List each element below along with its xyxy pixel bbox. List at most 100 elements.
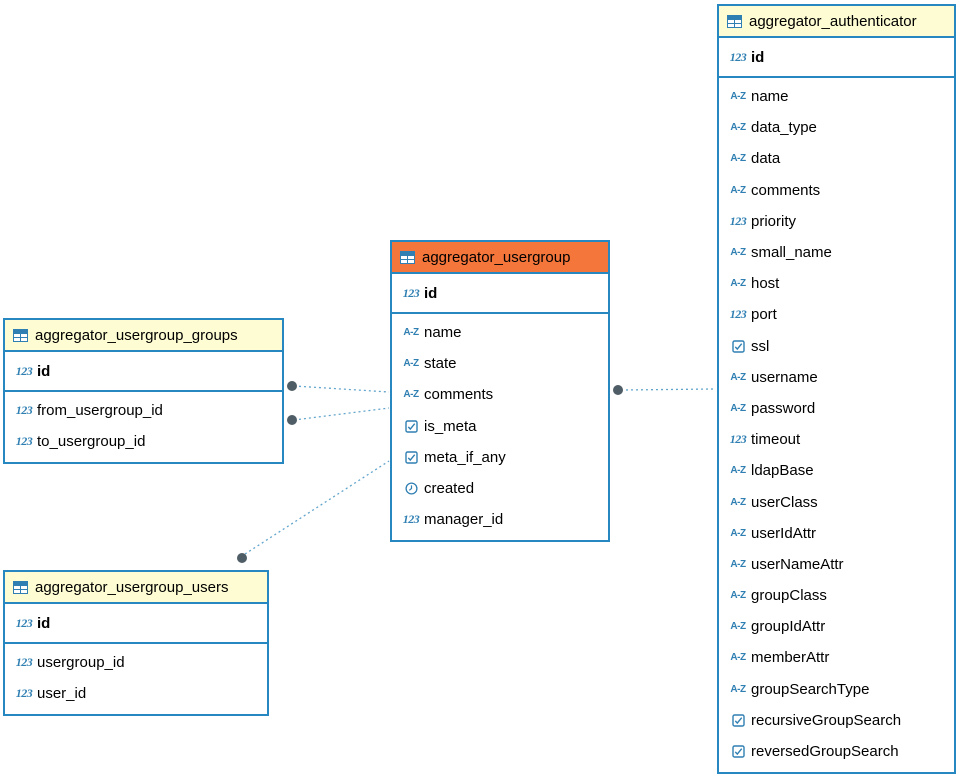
datetime-type-icon: [404, 482, 418, 495]
text-type-icon: A-Z: [403, 358, 419, 370]
column-name: state: [424, 355, 457, 373]
table-title: aggregator_usergroup_users: [35, 578, 229, 596]
column-row-id[interactable]: 123 id: [5, 608, 267, 638]
primary-key-section: 123 id: [5, 352, 282, 392]
column-type-icon-wrap: A-Z: [725, 185, 751, 196]
column-type-icon-wrap: [725, 339, 751, 353]
numeric-type-icon: 123: [15, 363, 33, 378]
column-type-icon-wrap: A-Z: [398, 358, 424, 369]
column-type-icon-wrap: [398, 482, 424, 495]
column-name: from_usergroup_id: [37, 402, 163, 420]
text-type-icon: A-Z: [730, 184, 746, 196]
boolean-type-icon: [404, 451, 418, 464]
column-row-from_usergroup_id[interactable]: 123 from_usergroup_id: [5, 395, 282, 426]
entity-table-aggregator_usergroup_users[interactable]: aggregator_usergroup_users 123 id 123 usergr…: [3, 570, 269, 717]
column-type-icon-wrap: [725, 745, 751, 758]
column-type-icon-wrap: 123: [725, 50, 751, 65]
column-row-created[interactable]: created: [392, 473, 608, 504]
boolean-type-icon: [731, 339, 745, 353]
column-row-state[interactable]: A-Z state: [392, 348, 608, 379]
boolean-type-icon: [404, 419, 418, 433]
column-row-is_meta[interactable]: is_meta: [392, 411, 608, 442]
text-type-icon: A-Z: [730, 465, 746, 477]
table-icon: [13, 328, 28, 342]
column-row-ssl[interactable]: ssl: [719, 331, 954, 362]
numeric-type-icon: 123: [729, 432, 747, 447]
numeric-type-icon: 123: [402, 512, 420, 527]
column-row-port[interactable]: 123 port: [719, 299, 954, 330]
column-type-icon-wrap: A-Z: [725, 590, 751, 601]
column-type-icon-wrap: A-Z: [725, 403, 751, 414]
column-name: usergroup_id: [37, 654, 125, 672]
column-type-icon-wrap: A-Z: [398, 327, 424, 338]
table-title: aggregator_authenticator: [749, 12, 917, 30]
column-row-recursiveGroupSearch[interactable]: recursiveGroupSearch: [719, 705, 954, 736]
column-name: id: [37, 614, 51, 632]
column-name: username: [751, 368, 818, 386]
column-type-icon-wrap: A-Z: [725, 652, 751, 663]
text-type-icon: A-Z: [730, 590, 746, 602]
column-type-icon-wrap: [398, 419, 424, 433]
numeric-type-icon: 123: [15, 403, 33, 418]
column-type-icon-wrap: A-Z: [725, 497, 751, 508]
numeric-type-icon: 123: [729, 307, 747, 322]
text-type-icon: A-Z: [730, 153, 746, 165]
table-header[interactable]: aggregator_usergroup: [392, 242, 608, 274]
numeric-type-icon: 123: [15, 655, 33, 670]
column-row-reversedGroupSearch[interactable]: reversedGroupSearch: [719, 736, 954, 767]
table-header[interactable]: aggregator_authenticator: [719, 6, 954, 38]
column-name: port: [751, 306, 777, 324]
numeric-type-icon: 123: [15, 434, 33, 449]
boolean-type-icon: [731, 745, 745, 758]
column-type-icon-wrap: A-Z: [725, 465, 751, 476]
column-name: user_id: [37, 685, 87, 703]
column-row-usergroup_id[interactable]: 123 usergroup_id: [5, 647, 267, 678]
entity-table-aggregator_usergroup_groups[interactable]: aggregator_usergroup_groups 123 id 123 from_…: [3, 318, 284, 465]
column-name: data_type: [751, 119, 817, 137]
text-type-icon: A-Z: [730, 683, 746, 695]
numeric-type-icon: 123: [402, 285, 420, 300]
column-name: comments: [424, 386, 494, 404]
column-name: id: [37, 362, 51, 380]
table-header[interactable]: aggregator_usergroup_groups: [5, 320, 282, 352]
numeric-type-icon: 123: [15, 615, 33, 630]
column-row-id[interactable]: 123 id: [5, 356, 282, 386]
column-name: created: [424, 480, 475, 498]
column-row-meta_if_any[interactable]: meta_if_any: [392, 442, 608, 473]
table-header[interactable]: aggregator_usergroup_users: [5, 572, 267, 604]
column-type-icon-wrap: 123: [11, 364, 37, 379]
text-type-icon: A-Z: [730, 652, 746, 664]
numeric-type-icon: 123: [729, 49, 747, 64]
column-type-icon-wrap: 123: [725, 307, 751, 322]
